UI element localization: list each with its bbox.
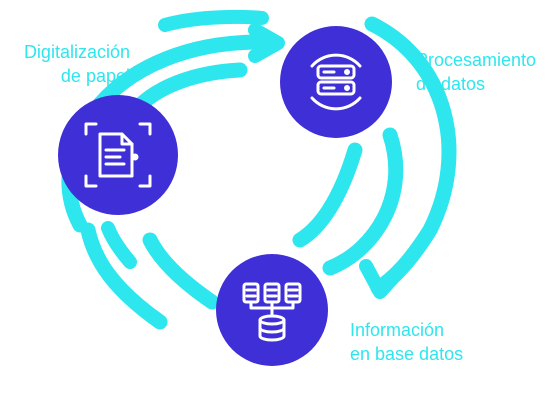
label-digitalizacion-line-1: Digitalización bbox=[23, 42, 130, 62]
arrowhead-top bbox=[248, 23, 285, 63]
label-procesamiento-line-2: de datos bbox=[416, 74, 486, 94]
arc-top-dash bbox=[158, 9, 269, 32]
document-scan-icon bbox=[84, 122, 152, 188]
arc-inner-right bbox=[322, 127, 404, 276]
label-informacion-line-2: en base datos bbox=[350, 344, 464, 364]
label-procesamiento-line-1: Procesamiento bbox=[416, 50, 537, 70]
arrowhead-right bbox=[359, 259, 407, 299]
database-network-icon bbox=[242, 282, 302, 342]
label-informacion-line-1: Información bbox=[350, 320, 445, 340]
label-informacion: Información en base datos bbox=[350, 318, 463, 366]
label-digitalizacion-line-2: de papel bbox=[60, 66, 130, 86]
node-informacion bbox=[216, 254, 328, 366]
node-digitalizacion bbox=[58, 95, 178, 215]
server-cycle-icon bbox=[310, 53, 362, 111]
arc-inner-right-2 bbox=[292, 142, 363, 248]
arc-left-lower-inner bbox=[142, 232, 220, 310]
label-procesamiento: Procesamiento de datos bbox=[416, 48, 536, 96]
arc-left-lower-dash bbox=[101, 221, 137, 269]
node-procesamiento bbox=[280, 26, 392, 138]
label-digitalizacion: Digitalización de papel bbox=[6, 40, 130, 88]
arc-left-lower-outer bbox=[80, 222, 168, 330]
